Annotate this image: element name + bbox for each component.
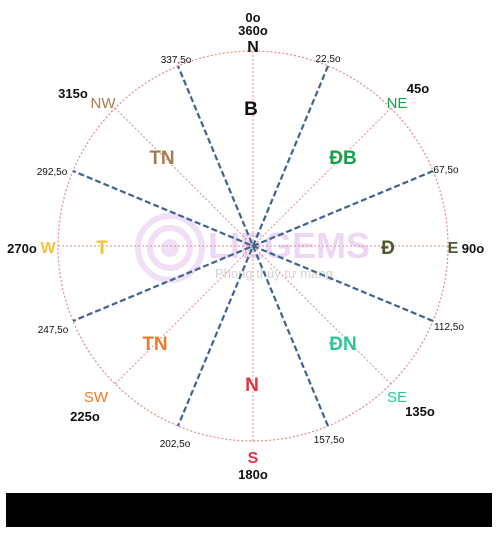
watermark-logo — [135, 213, 205, 283]
degree-label-45: 45o — [407, 81, 429, 96]
cardinal-ne: NE — [387, 95, 408, 112]
inner-label-northwest: TN — [149, 148, 174, 169]
cardinal-sw: SW — [84, 389, 109, 406]
degree-label-157-5: 157,5o — [314, 435, 345, 446]
cardinal-e: E — [448, 240, 459, 257]
inner-label-west: T — [96, 238, 108, 259]
cardinal-w: W — [40, 240, 56, 257]
degree-label-337-5: 337,5o — [161, 55, 192, 66]
inner-label-south: N — [245, 375, 259, 396]
degree-label-360: 360o — [238, 23, 268, 38]
inner-label-northeast: ĐB — [329, 148, 356, 169]
degree-label-67-5: 67,5o — [433, 165, 458, 176]
degree-label-202-5: 202,5o — [160, 439, 191, 450]
degree-label-247-5: 247,5o — [38, 325, 69, 336]
degree-label-135: 135o — [405, 404, 435, 419]
inner-label-east: Đ — [381, 238, 395, 259]
degree-label-90: 90o — [462, 241, 484, 256]
degree-label-0: 0o — [245, 10, 260, 25]
degree-label-180: 180o — [238, 467, 268, 482]
degree-label-22-5: 22,5o — [315, 54, 340, 65]
degree-label-112-5: 112,5o — [434, 322, 464, 333]
boundary-line-157-337 — [176, 65, 330, 427]
bottom-black-bar — [6, 493, 492, 527]
cardinal-n: N — [247, 39, 259, 56]
cardinal-se: SE — [387, 389, 407, 406]
inner-label-north: B — [244, 99, 258, 120]
boundary-lines — [72, 65, 434, 427]
degree-label-225: 225o — [70, 409, 100, 424]
inner-label-southeast: ĐN — [329, 334, 356, 355]
cardinal-nw: NW — [91, 95, 117, 112]
axis-ne-sw — [114, 107, 392, 385]
direction-axes — [58, 51, 448, 441]
degree-label-315: 315o — [58, 86, 88, 101]
degree-label-292-5: 292,5o — [37, 167, 68, 178]
degree-label-270: 270o — [7, 241, 37, 256]
cardinal-s: S — [248, 450, 259, 467]
watermark-tagline: Phong thủy tự mang — [215, 266, 333, 281]
axis-nw-se — [114, 107, 392, 385]
inner-label-southwest: TN — [142, 334, 167, 355]
